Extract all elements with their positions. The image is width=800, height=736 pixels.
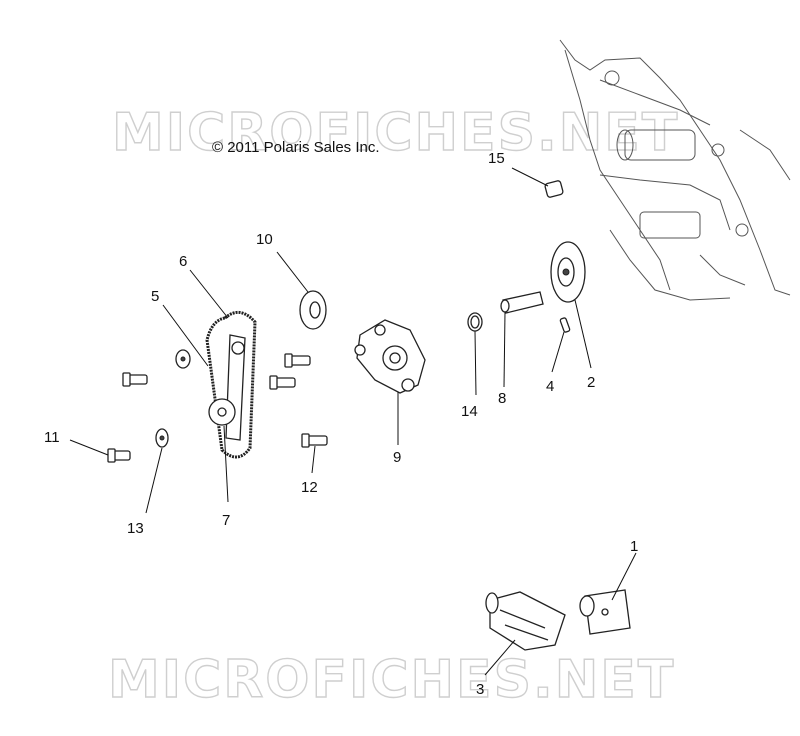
callout-4: 4: [546, 378, 554, 395]
callout-9: 9: [393, 449, 401, 466]
callout-1: 1: [630, 538, 638, 555]
callout-13: 13: [127, 520, 144, 537]
part-4-pin: [559, 317, 571, 333]
callout-6: 6: [179, 253, 187, 270]
engine-case-illustration: [559, 39, 791, 301]
part-12-bolts: [269, 353, 328, 448]
part-7-sprocket: [208, 398, 236, 426]
callout-11: 11: [44, 429, 60, 446]
callout-8: 8: [498, 390, 506, 407]
part-2-rotor: [550, 241, 586, 303]
callout-10: 10: [256, 231, 273, 248]
callout-15: 15: [488, 150, 505, 167]
part-13-washer: [155, 428, 169, 448]
part-6-chain: [205, 310, 257, 459]
callout-5: 5: [151, 288, 159, 305]
part-10-idler: [299, 290, 327, 330]
part-15-bushing: [544, 180, 564, 198]
part-11-bolts: [107, 372, 148, 463]
leader-lines: [69, 167, 637, 676]
part-14-oring: [467, 312, 483, 332]
part-3-pickup: [485, 591, 566, 651]
callout-3: 3: [476, 681, 484, 698]
part-8-shaft: [500, 291, 544, 314]
part-1-sleeve: [579, 589, 631, 635]
callout-2: 2: [587, 374, 595, 391]
copyright-text: © 2011 Polaris Sales Inc.: [212, 139, 380, 156]
callout-7: 7: [222, 512, 230, 529]
part-5-washer: [175, 349, 191, 369]
watermark-bottom: MICROFICHES.NET: [108, 650, 675, 710]
part-9-cover: [354, 319, 426, 394]
callout-14: 14: [461, 403, 478, 420]
callout-12: 12: [301, 479, 318, 496]
